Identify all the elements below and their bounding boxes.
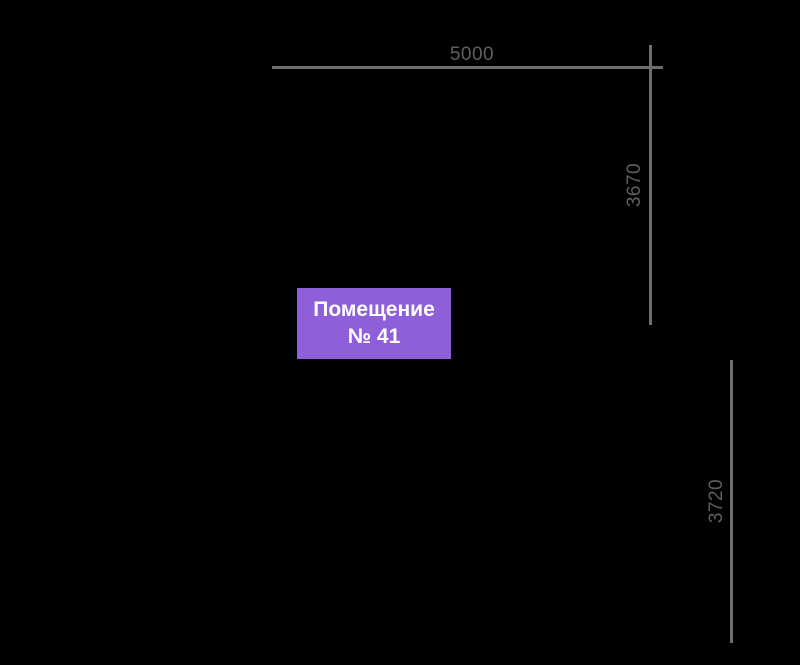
room-label-badge[interactable]: Помещение № 41 bbox=[297, 288, 451, 359]
dimension-label-right-upper-height: 3670 bbox=[624, 162, 645, 208]
dimension-line-right-upper-height bbox=[649, 45, 652, 325]
dimension-line-top-width bbox=[272, 66, 663, 69]
dimension-label-right-lower-height: 3720 bbox=[706, 478, 727, 524]
room-label-line-1: Помещение bbox=[313, 297, 435, 321]
room-label-line-2: № 41 bbox=[347, 324, 401, 348]
dimension-line-right-lower-height bbox=[730, 360, 733, 643]
dimension-label-top-width: 5000 bbox=[449, 44, 495, 65]
